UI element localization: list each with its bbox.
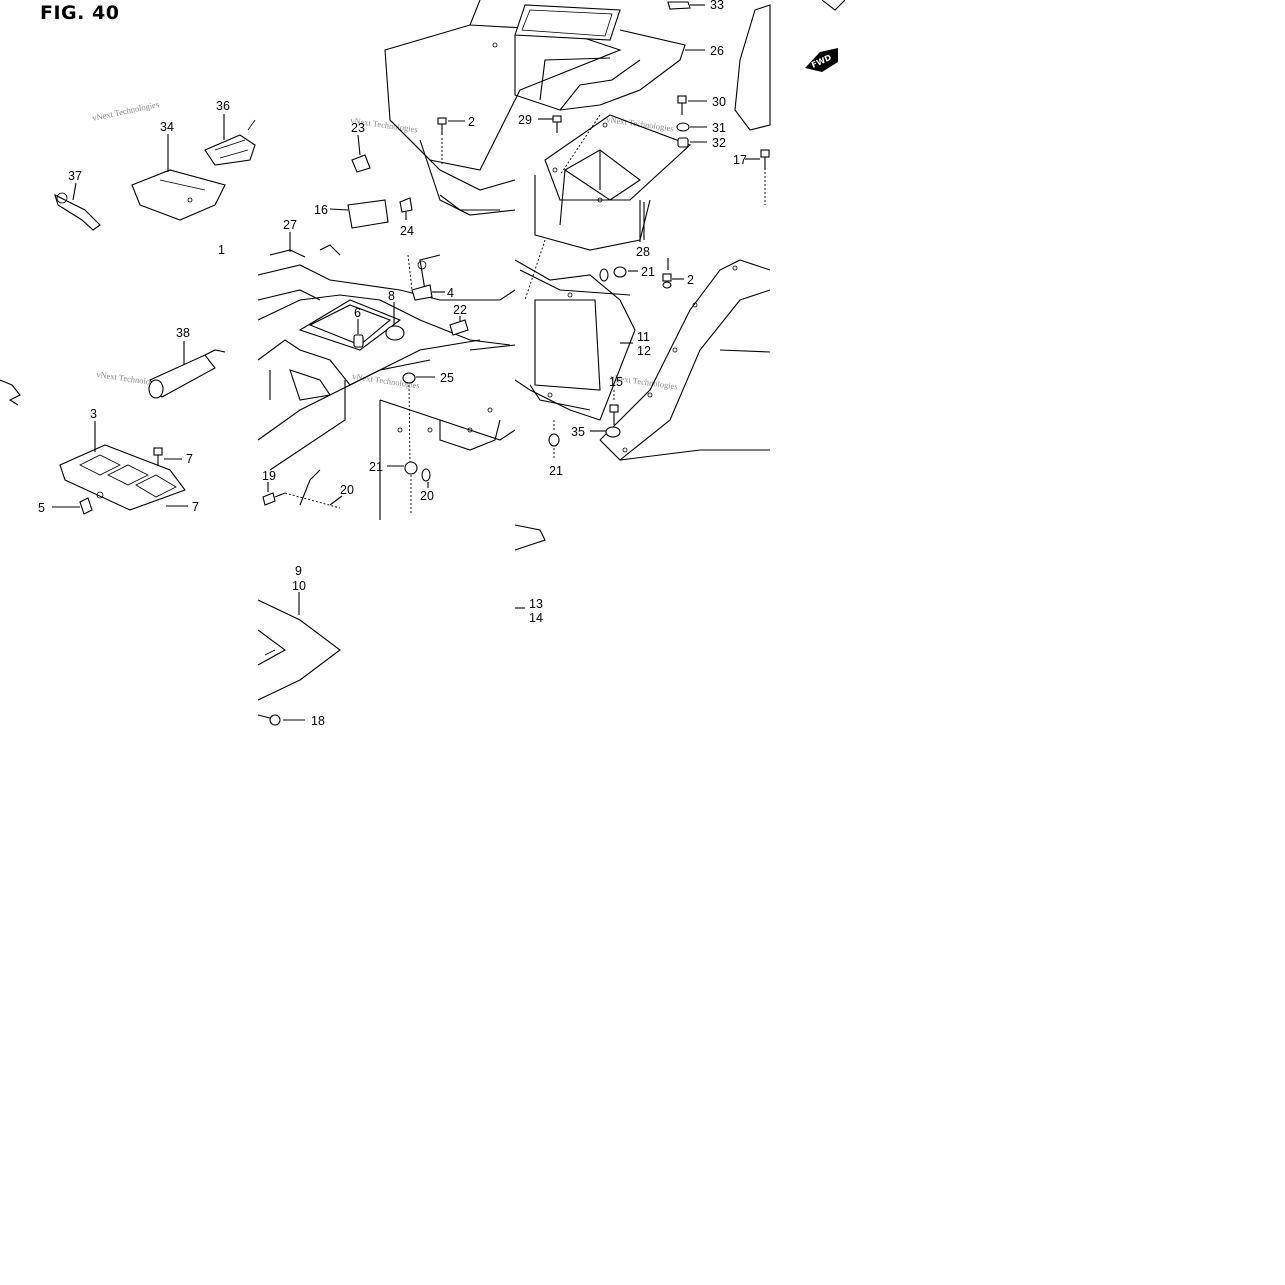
part-label: 24 xyxy=(400,224,414,238)
tool-tube-part xyxy=(148,349,226,399)
part-label: 16 xyxy=(314,203,328,217)
fasteners xyxy=(0,95,770,726)
part-label: 19 xyxy=(262,469,276,483)
guide-lines xyxy=(284,114,766,515)
part-label: 15 xyxy=(609,375,623,389)
part-number-labels: 33 26 30 31 32 17 2 29 23 16 24 27 1 34 … xyxy=(38,0,747,728)
part-label: 29 xyxy=(518,113,532,127)
part-label: 35 xyxy=(571,425,585,439)
bottom-cover-part xyxy=(257,599,341,701)
part-label: 26 xyxy=(710,44,724,58)
watermark-text: vNext Technologies xyxy=(91,99,160,123)
part-label: 31 xyxy=(712,121,726,135)
pouch-part xyxy=(131,169,226,221)
part-label: 6 xyxy=(354,306,361,320)
part-label: 32 xyxy=(712,136,726,150)
rear-fender-part xyxy=(257,244,516,520)
part-label: 25 xyxy=(440,371,454,385)
part-label: 28 xyxy=(636,245,650,259)
part-label: 5 xyxy=(38,501,45,515)
part-label: 13 xyxy=(529,597,543,611)
part-label: 9 xyxy=(295,564,302,578)
part-label: 7 xyxy=(186,452,193,466)
part-label: 21 xyxy=(641,265,655,279)
watermarks: vNext Technologies vNext Technologies vN… xyxy=(91,99,678,391)
part-label: 21 xyxy=(369,460,383,474)
clip-part xyxy=(667,1,705,10)
fwd-direction-icon: FWD xyxy=(805,48,838,72)
panel-part xyxy=(534,114,692,251)
side-cover-part xyxy=(734,0,846,131)
part-label: 38 xyxy=(176,326,190,340)
side-frame-part xyxy=(469,259,636,421)
part-label: 33 xyxy=(710,0,724,12)
part-label: 7 xyxy=(192,500,199,514)
part-label: 3 xyxy=(90,407,97,421)
part-label: 11 xyxy=(637,330,650,344)
part-label: 36 xyxy=(216,99,230,113)
part-label: 12 xyxy=(637,344,651,358)
part-label: 30 xyxy=(712,95,726,109)
leader-lines xyxy=(52,100,760,721)
part-label: 22 xyxy=(453,303,467,317)
part-label: 1 xyxy=(218,243,225,257)
wrench-part xyxy=(54,192,101,231)
part-label: 37 xyxy=(68,169,82,183)
storage-box-part xyxy=(514,4,705,111)
part-label: 10 xyxy=(292,579,306,593)
part-label: 20 xyxy=(420,489,434,503)
trim-part xyxy=(514,524,546,551)
part-label: 27 xyxy=(283,218,297,232)
part-label: 18 xyxy=(311,714,325,728)
right-rail-part xyxy=(599,259,771,461)
part-label: 20 xyxy=(340,483,354,497)
seat-cover-part xyxy=(384,0,622,216)
part-label: 8 xyxy=(388,289,395,303)
part-label: 2 xyxy=(468,115,475,129)
part-label: 34 xyxy=(160,120,174,134)
figure-title: FIG. 40 xyxy=(40,2,120,24)
rack-part xyxy=(59,444,186,511)
part-label: 2 xyxy=(687,273,694,287)
part-label: 23 xyxy=(351,121,365,135)
part-label: 14 xyxy=(529,611,543,625)
part-label: 17 xyxy=(733,153,747,167)
bracket-part xyxy=(204,119,256,166)
part-label: 21 xyxy=(549,464,563,478)
part-label: 4 xyxy=(447,286,454,300)
